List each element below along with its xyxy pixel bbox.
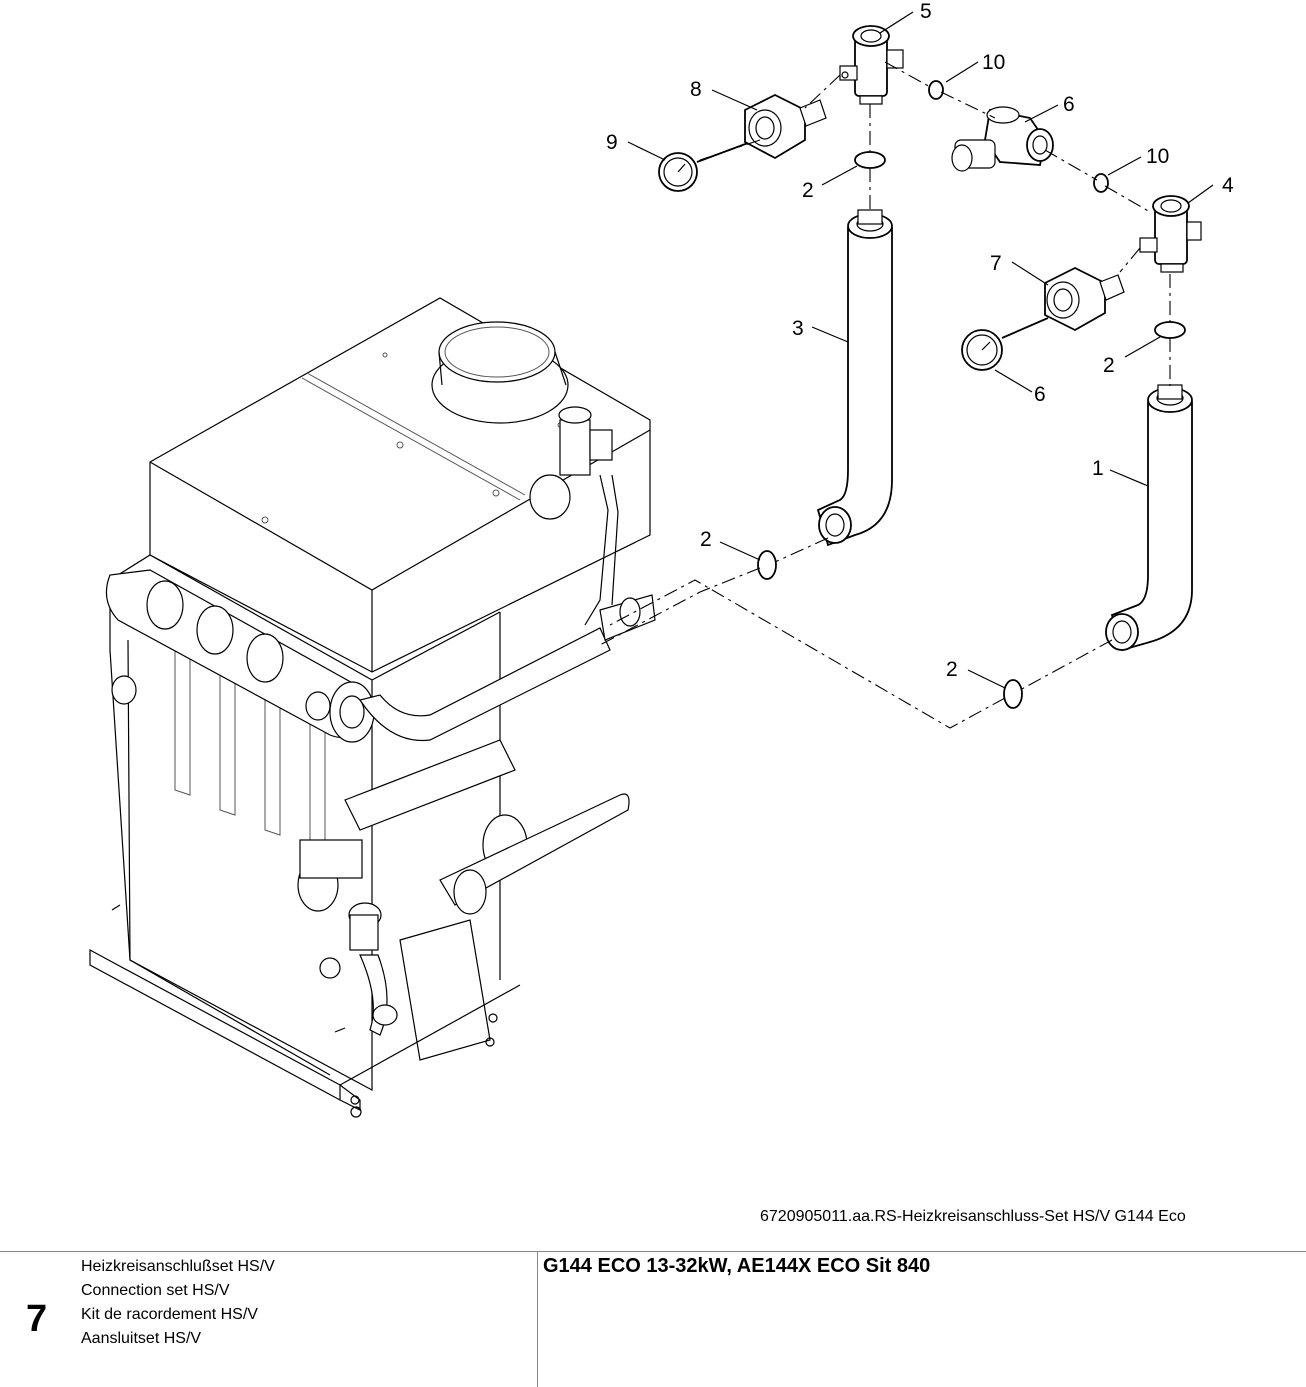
- callout-9: 9: [606, 131, 618, 154]
- exploded-view-drawing: 5 10 8 6 9 2 10 4 7 3 2 6 1 2 2: [89, 0, 1234, 1118]
- callout-7: 7: [990, 252, 1002, 275]
- part-valve-6: [951, 106, 1054, 172]
- part-seal-ring-2-d: [1003, 679, 1023, 709]
- model-title: G144 ECO 13-32kW, AE144X ECO Sit 840: [543, 1255, 931, 1277]
- callout-4: 4: [1222, 174, 1234, 197]
- part-seal-ring-2-c: [757, 550, 777, 580]
- callout-10-lower: 10: [1146, 145, 1169, 168]
- callout-10-upper: 10: [982, 51, 1005, 74]
- part-thermometer-holder-8: [744, 93, 827, 160]
- exploded-parts: [658, 25, 1202, 709]
- callout-6-valve: 6: [1063, 93, 1075, 116]
- title-german: Heizkreisanschlußset HS/V: [81, 1258, 275, 1275]
- callout-3: 3: [792, 317, 804, 340]
- assembly-lines: [599, 61, 1171, 729]
- figure-reference: 6720905011.aa.RS-Heizkreisanschluss-Set …: [760, 1208, 1186, 1225]
- footer-divider: [537, 1251, 538, 1387]
- title-french: Kit de racordement HS/V: [81, 1306, 258, 1323]
- title-english: Connection set HS/V: [81, 1282, 230, 1299]
- part-seal-ring-2-b: [1154, 321, 1186, 339]
- callout-2-upper: 2: [802, 179, 814, 202]
- part-tee-fitting-4: [1139, 195, 1202, 273]
- part-seal-ring-2-a: [854, 151, 886, 169]
- part-thermometer-9: [658, 142, 749, 192]
- part-thermometer-holder-7: [1044, 266, 1125, 332]
- callout-2-lower: 2: [946, 658, 958, 681]
- part-seal-ring-10-lower: [1093, 173, 1109, 193]
- callout-5: 5: [920, 0, 932, 23]
- part-tee-fitting-5: [839, 25, 904, 105]
- part-seal-ring-10-upper: [928, 80, 944, 100]
- part-set-titles: Heizkreisanschlußset HS/V Connection set…: [81, 1255, 275, 1351]
- part-elbow-pipe-3: [816, 209, 893, 547]
- page-number: 7: [26, 1298, 48, 1340]
- callout-1: 1: [1092, 457, 1104, 480]
- boiler-assembly: [89, 297, 656, 1118]
- part-elbow-pipe-1: [1105, 384, 1193, 652]
- callout-2-right: 2: [1103, 354, 1115, 377]
- callout-2-left: 2: [700, 528, 712, 551]
- callout-6-thermometer: 6: [1034, 383, 1046, 406]
- callout-8: 8: [690, 78, 702, 101]
- footer-rule: [0, 1251, 1306, 1252]
- leader-lines: [627, 11, 1214, 689]
- part-thermometer-6: [961, 317, 1049, 371]
- title-dutch: Aansluitset HS/V: [81, 1330, 202, 1347]
